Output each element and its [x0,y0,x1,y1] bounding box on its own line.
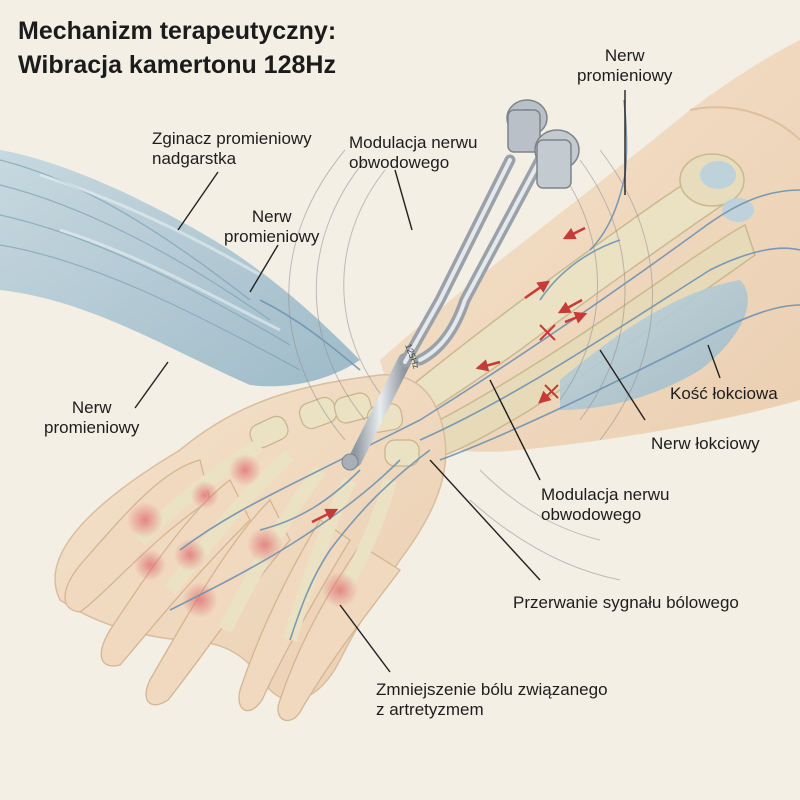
label-peripheral-modulation-mid: Modulacja nerwu obwodowego [541,485,670,524]
label-ulnar-nerve: Nerw łokciowy [651,434,760,453]
tuning-fork-icon [341,99,580,471]
arrow-icon [311,226,588,524]
label-ulna: Kość łokciowa [670,384,778,403]
label-arthritis-pain-reduction: Zmniejszenie bólu związanego z artretyzm… [376,680,608,719]
forearm-bones [399,153,756,461]
page-title: Mechanizm terapeutyczny: Wibracja kamert… [18,17,337,79]
pain-block-marks [539,324,559,399]
label-flexor-carpi-radialis: Zginacz promieniowy nadgarstka [152,129,312,168]
label-radial-nerve-upper-arm: Nerw promieniowy [224,207,320,246]
nerves [169,99,800,641]
label-pain-signal-interruption: Przerwanie sygnału bólowego [513,593,739,612]
vibration-wave-icon [288,149,653,581]
forearm-muscle [560,280,748,410]
label-peripheral-modulation-top: Modulacja nerwu obwodowego [349,133,478,172]
left-arm-muscles [0,150,360,387]
leader-lines [134,90,721,673]
label-radial-nerve-top: Nerw promieniowy [577,46,673,85]
label-radial-nerve-left: Nerw promieniowy [44,398,140,437]
